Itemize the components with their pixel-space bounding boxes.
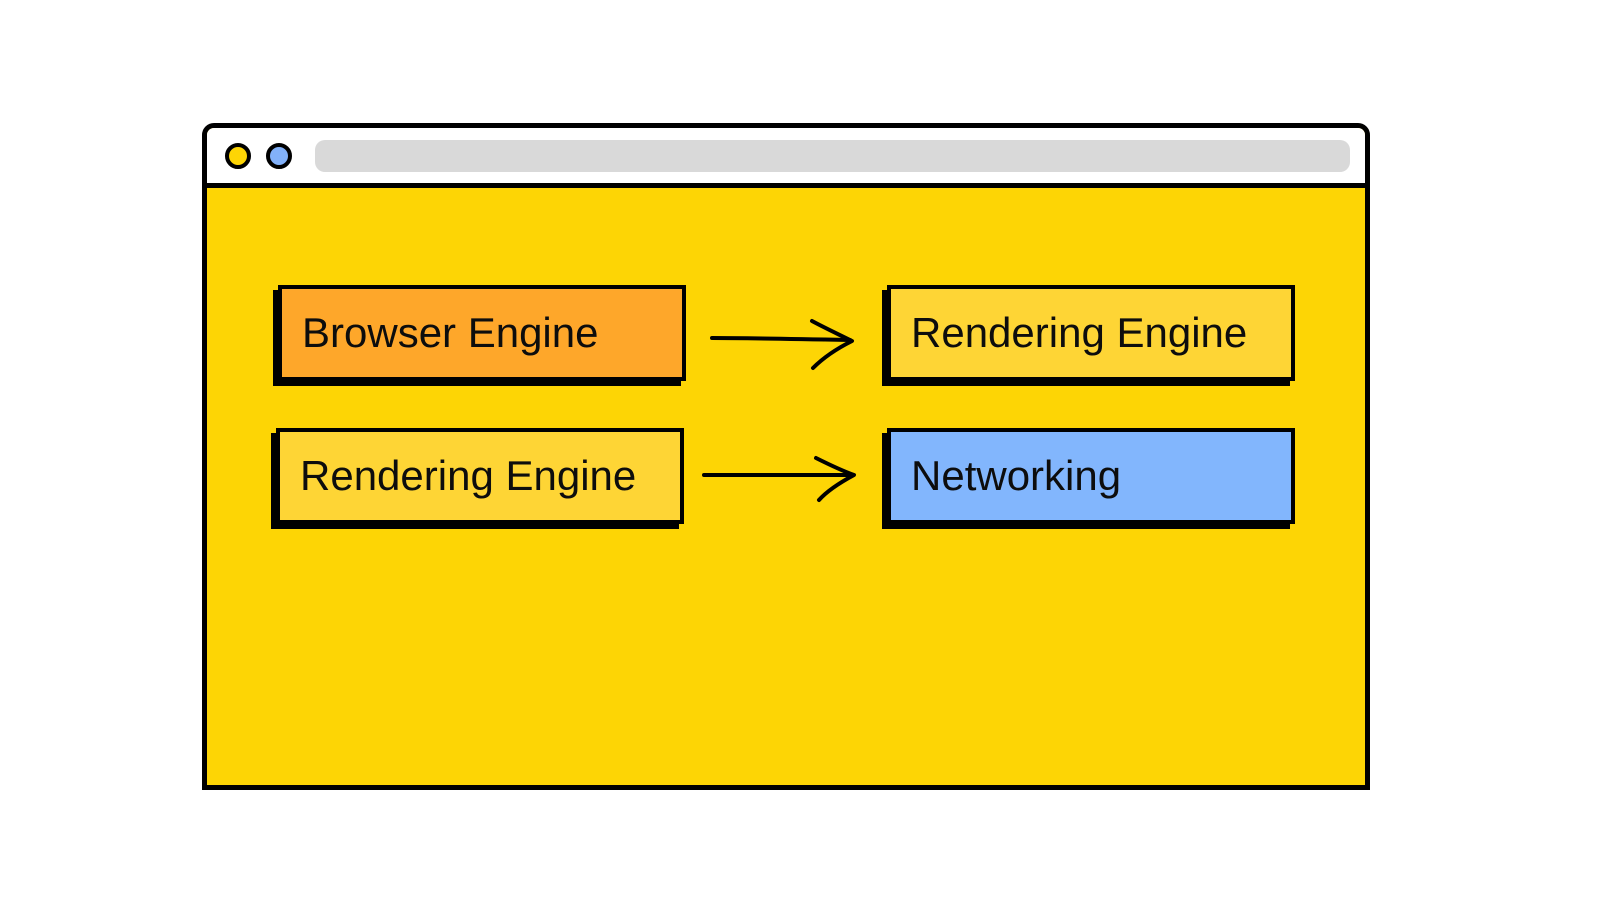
- rendering-engine-box: Rendering Engine: [276, 428, 684, 524]
- window-dot-yellow-icon[interactable]: [225, 143, 251, 169]
- browser-engine-label: Browser Engine: [302, 309, 599, 356]
- browser-engine-box: Browser Engine: [278, 285, 686, 381]
- networking-label: Networking: [911, 452, 1122, 499]
- networking-box: Networking: [887, 428, 1295, 524]
- window-dot-blue-icon[interactable]: [266, 143, 292, 169]
- address-bar[interactable]: [315, 140, 1350, 172]
- arrow-icon: [710, 319, 854, 370]
- rendering-engine-label: Rendering Engine: [911, 309, 1248, 356]
- title-bar: [207, 128, 1365, 188]
- arrow-icon: [702, 456, 856, 502]
- rendering-engine-label: Rendering Engine: [300, 452, 637, 499]
- rendering-engine-box: Rendering Engine: [887, 285, 1295, 381]
